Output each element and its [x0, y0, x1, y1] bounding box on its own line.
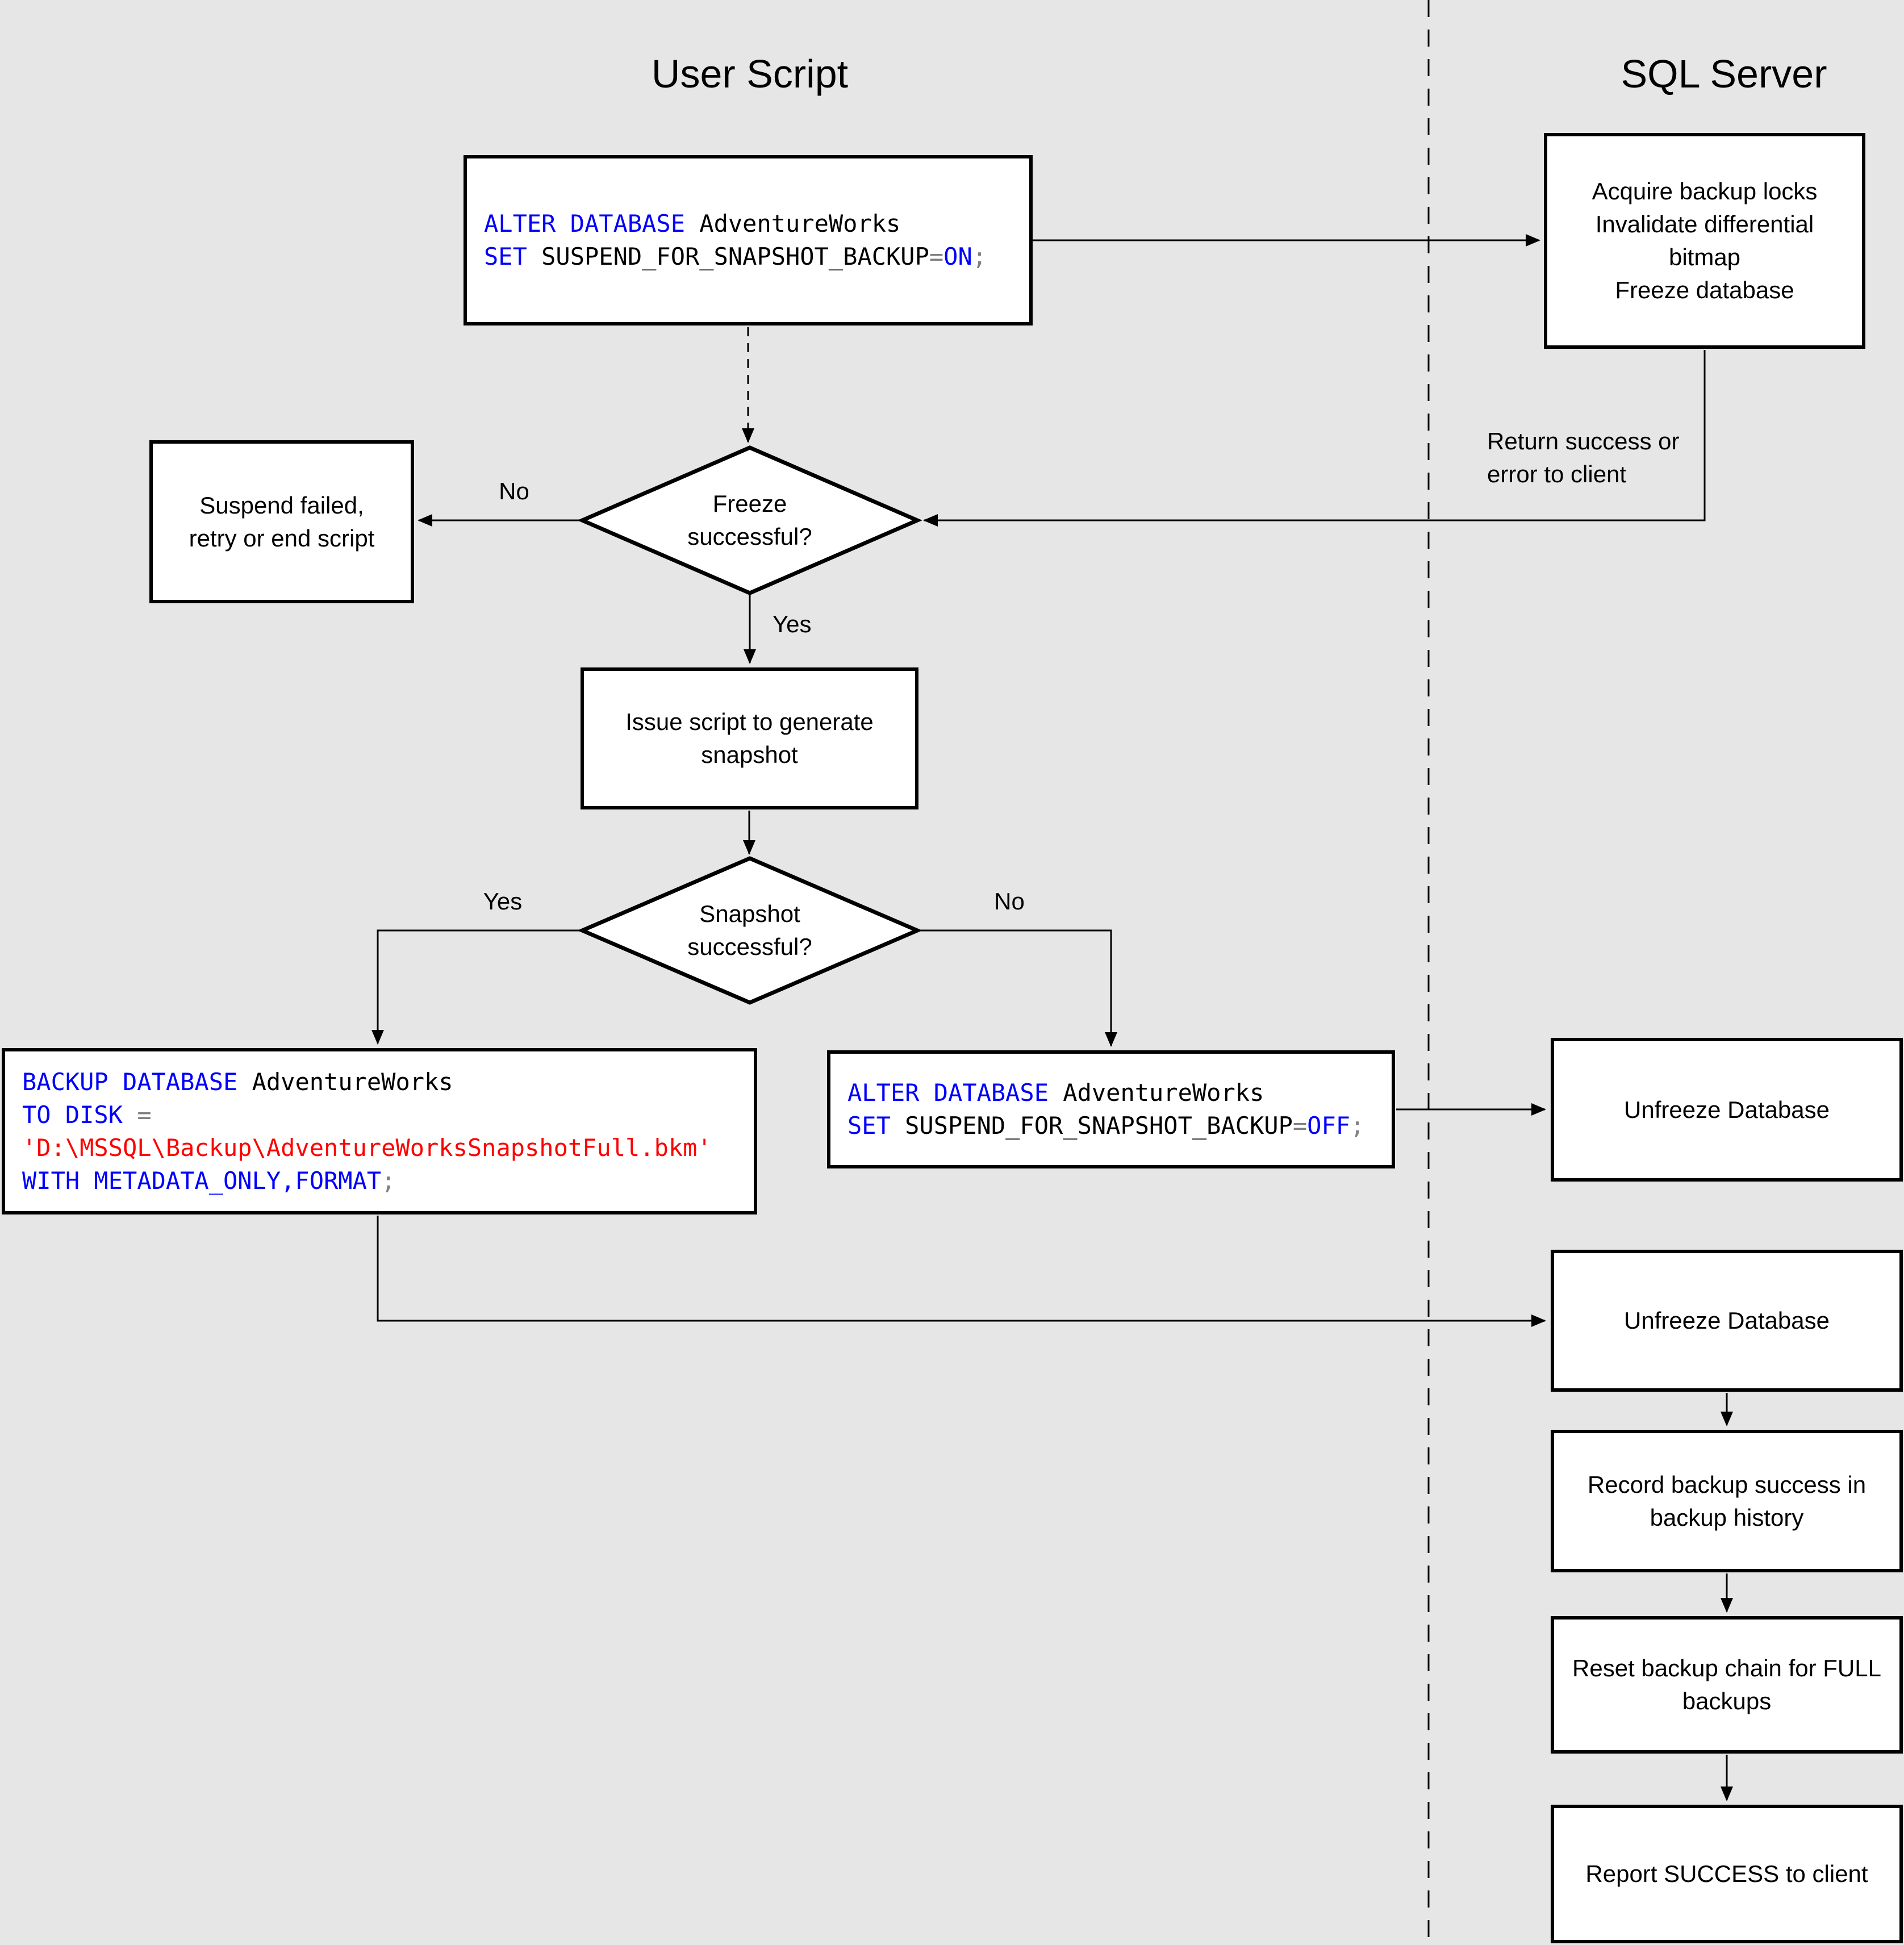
- alter-on-code-box: ALTER DATABASE AdventureWorks SET SUSPEN…: [464, 155, 1033, 325]
- sql-keyword: TO DISK: [22, 1100, 123, 1129]
- sql-identifier: SUSPEND_FOR_SNAPSHOT_BACKUP: [527, 243, 929, 270]
- decision-text-line: successful?: [687, 523, 812, 550]
- box-text-line: backup history: [1650, 1504, 1804, 1531]
- unfreeze-database-box-2: Unfreeze Database: [1551, 1250, 1903, 1392]
- alter-off-code-box: ALTER DATABASE AdventureWorks SET SUSPEN…: [827, 1050, 1395, 1168]
- sql-operator: =: [137, 1100, 152, 1129]
- backup-database-code-box: BACKUP DATABASE AdventureWorks TO DISK =…: [2, 1048, 757, 1214]
- sql-keyword: OFF: [1307, 1112, 1351, 1140]
- sql-operator: =: [1292, 1112, 1308, 1140]
- sql-operator: =: [929, 243, 944, 270]
- sql-keyword: BACKUP DATABASE: [22, 1067, 238, 1096]
- decision-text-line: Freeze: [712, 490, 787, 517]
- acquire-backup-locks-box: Acquire backup locks Invalidate differen…: [1544, 133, 1865, 349]
- sql-keyword: ALTER DATABASE: [847, 1079, 1049, 1107]
- box-text-line: Suspend failed,: [199, 491, 364, 519]
- issue-script-box: Issue script to generate snapshot: [581, 667, 918, 809]
- reset-backup-chain-box: Reset backup chain for FULL backups: [1551, 1616, 1903, 1754]
- decision-text-line: successful?: [687, 933, 812, 960]
- sql-identifier: AdventureWorks: [1049, 1079, 1264, 1107]
- box-text-line: retry or end script: [189, 524, 375, 552]
- code-line: WITH METADATA_ONLY,FORMAT;: [22, 1165, 395, 1197]
- connector-backup-to-unfreeze-2: [377, 1216, 1546, 1327]
- box-text-line: Unfreeze Database: [1624, 1307, 1830, 1334]
- sql-identifier: SUSPEND_FOR_SNAPSHOT_BACKUP: [890, 1112, 1293, 1140]
- box-text-line: Record backup success in: [1587, 1471, 1867, 1498]
- record-backup-history-box: Record backup success in backup history: [1551, 1430, 1903, 1572]
- note-text-line: error to client: [1487, 461, 1627, 487]
- decision-text-line: Snapshot: [699, 900, 800, 927]
- edge-label-freeze-yes: Yes: [773, 611, 812, 637]
- edge-label-freeze-no: No: [499, 478, 529, 504]
- code-line: 'D:\MSSQL\Backup\AdventureWorksSnapshotF…: [22, 1132, 712, 1165]
- sql-operator: ;: [381, 1166, 396, 1195]
- code-line: TO DISK =: [22, 1099, 152, 1132]
- sql-string-literal: 'D:\MSSQL\Backup\AdventureWorksSnapshotF…: [22, 1133, 712, 1162]
- return-status-note: Return success or error to client: [1487, 425, 1714, 491]
- sql-identifier: AdventureWorks: [237, 1067, 453, 1096]
- sql-operator: ;: [1350, 1112, 1365, 1140]
- freeze-decision-label: Freeze successful?: [608, 487, 892, 553]
- code-line: BACKUP DATABASE AdventureWorks: [22, 1066, 453, 1099]
- lane-title-sql-server: SQL Server: [1621, 52, 1827, 96]
- box-text-line: Reset backup chain for FULL: [1572, 1655, 1881, 1681]
- sql-operator: ;: [972, 243, 987, 270]
- snapshot-decision-diamond: [577, 856, 922, 1005]
- lane-title-user-script: User Script: [651, 52, 849, 96]
- unfreeze-database-box-1: Unfreeze Database: [1551, 1038, 1903, 1182]
- sql-keyword: SET: [847, 1112, 891, 1140]
- sql-identifier: AdventureWorks: [685, 210, 901, 237]
- sql-keyword: ALTER DATABASE: [484, 210, 686, 237]
- box-text-line: snapshot: [701, 741, 798, 768]
- note-text-line: Return success or: [1487, 428, 1680, 454]
- box-text-line: backups: [1682, 1688, 1772, 1714]
- box-text-line: Acquire backup locks: [1592, 178, 1818, 204]
- box-text-line: bitmap: [1668, 244, 1741, 270]
- sql-keyword: SET: [484, 243, 527, 270]
- edge-label-snapshot-no: No: [994, 888, 1025, 915]
- connector-acquire-to-freeze-decision: [923, 350, 1706, 527]
- sql-keyword: ON: [943, 243, 972, 270]
- freeze-decision-diamond: [577, 445, 922, 595]
- box-text-line: Invalidate differential: [1595, 211, 1814, 237]
- box-text-line: Freeze database: [1615, 277, 1794, 303]
- code-line: SET SUSPEND_FOR_SNAPSHOT_BACKUP=ON;: [484, 240, 987, 273]
- report-success-box: Report SUCCESS to client: [1551, 1805, 1903, 1943]
- box-text-line: Unfreeze Database: [1624, 1096, 1830, 1123]
- code-line: ALTER DATABASE AdventureWorks: [847, 1076, 1264, 1109]
- box-text-line: Report SUCCESS to client: [1585, 1860, 1868, 1887]
- code-line: SET SUSPEND_FOR_SNAPSHOT_BACKUP=OFF;: [847, 1109, 1364, 1142]
- connector-snapshot-no-to-alter-off: [918, 929, 1117, 1047]
- sql-keyword: WITH METADATA_ONLY,FORMAT: [22, 1166, 382, 1195]
- connector-snapshot-yes-to-backup: [371, 929, 581, 1045]
- suspend-failed-box: Suspend failed, retry or end script: [149, 440, 414, 603]
- snapshot-decision-label: Snapshot successful?: [608, 898, 892, 963]
- sql-whitespace: [123, 1101, 137, 1129]
- box-text-line: Issue script to generate: [625, 708, 874, 735]
- code-line: ALTER DATABASE AdventureWorks: [484, 207, 900, 240]
- edge-label-snapshot-yes: Yes: [483, 888, 523, 915]
